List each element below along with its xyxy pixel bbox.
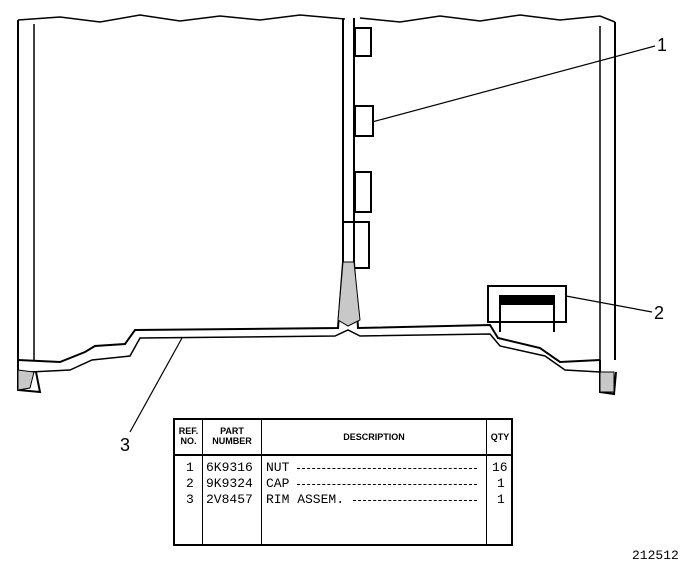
valve-cap (487, 285, 567, 323)
table-row-2-part: 9K9324 (206, 476, 253, 491)
table-row-1-ref: 1 (186, 460, 194, 475)
table-row-2-qty: 1 (497, 476, 505, 491)
table-row-2-desc: CAP (266, 476, 290, 491)
header-ref: REF.NO. (178, 426, 199, 446)
callout-1: 1 (657, 35, 668, 55)
rim-profile (17, 261, 601, 364)
leader-3 (129, 337, 183, 433)
leader-2 (565, 295, 653, 313)
table-row-3-qty: 1 (497, 492, 505, 507)
center-disc (342, 18, 355, 262)
bolt-2 (354, 105, 374, 137)
bolt-1 (354, 27, 372, 57)
header-description: DESCRIPTION (343, 432, 405, 442)
table-row-3-desc: RIM ASSEM. (266, 492, 345, 507)
leader-1 (371, 45, 656, 123)
table-row-1-qty: 16 (492, 460, 508, 475)
callout-2: 2 (654, 303, 665, 323)
table-row-3-part: 2V8457 (206, 492, 253, 507)
left-tire-top-edge (17, 14, 346, 23)
table-row-1-part: 6K9316 (206, 460, 253, 475)
table-row-1-desc: NUT (266, 460, 290, 475)
figure-id: 212512 (632, 548, 679, 563)
table-row-2-ref: 2 (186, 476, 194, 491)
header-qty: QTY (490, 432, 510, 442)
bolt-4 (342, 221, 370, 269)
table-row-3-ref: 3 (186, 492, 194, 507)
bolt-3 (354, 171, 372, 213)
callout-3: 3 (120, 435, 131, 455)
right-tire-top-edge (359, 14, 616, 23)
